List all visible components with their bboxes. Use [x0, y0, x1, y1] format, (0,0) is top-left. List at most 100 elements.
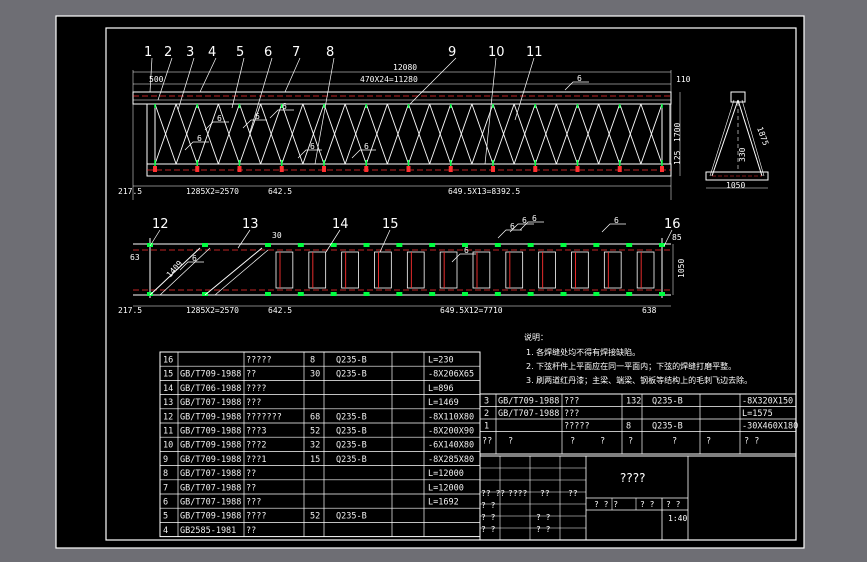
section-inner: 330: [738, 147, 747, 162]
parts-cell: GB/T707-1988: [180, 469, 241, 479]
parts-cell: 3: [484, 397, 489, 407]
plan-dim-b: 642.5: [268, 306, 292, 315]
parts-header-cell: ??: [482, 437, 492, 447]
parts-header-cell: ?: [570, 437, 575, 447]
parts-cell: -8X110X80: [428, 412, 474, 422]
plan-panel: [538, 251, 556, 289]
parts-cell: GB/T707-1988: [180, 483, 241, 493]
weld-leader: [601, 223, 626, 233]
parts-cell: 4: [163, 526, 168, 536]
parts-cell: 52: [310, 427, 320, 437]
dim-bottom-c: 649.5X13=8392.5: [448, 187, 520, 196]
dim-right-end: 110: [676, 75, 691, 84]
parts-cell: GB/T707-1988: [498, 409, 559, 419]
truss-diagonal: [429, 103, 452, 165]
plan-node: [659, 292, 665, 296]
title-block-cell: ? ?: [481, 513, 496, 522]
weld-leader: [242, 119, 267, 129]
callout-leader: [157, 57, 173, 101]
parts-cell: 6: [163, 498, 168, 508]
callout-leader: [409, 57, 457, 105]
title-block-cell: ? ? ?: [594, 500, 618, 509]
dim-small: 125: [673, 150, 682, 165]
truss-diagonal: [640, 103, 663, 165]
truss-diagonal: [577, 103, 600, 165]
parts-cell: ???????: [246, 412, 282, 422]
plan-node: [626, 243, 633, 247]
bolt-mark: [533, 166, 538, 172]
parts-cell: 68: [310, 412, 320, 422]
plan-node: [396, 243, 403, 247]
note-2: 2. 下弦杆件上平面应在同一平面内；下弦的焊缝打磨平整。: [526, 361, 736, 371]
truss-diagonal: [260, 103, 283, 165]
parts-cell: ????: [246, 384, 266, 394]
part-callout-16: 16: [664, 217, 681, 232]
plan-node: [626, 292, 633, 296]
callout-leader: [484, 57, 497, 165]
parts-cell: GB/T709-1988: [180, 512, 241, 522]
parts-cell: ????: [246, 512, 266, 522]
title-block-cell: ??: [540, 489, 550, 498]
callout-leader: [177, 57, 195, 111]
parts-cell: 13: [163, 398, 173, 408]
bolt-mark: [237, 166, 242, 172]
parts-cell: GB/T709-1988: [180, 370, 241, 380]
plan-node: [527, 292, 534, 296]
plan-node: [147, 292, 153, 296]
weld-size-label: 6: [192, 254, 197, 263]
plan-node: [462, 243, 468, 247]
plan-node: [396, 292, 403, 296]
title-block-cell: ????: [508, 489, 527, 498]
parts-cell: L=12000: [428, 483, 464, 493]
weld-size-label: 6: [577, 74, 582, 83]
plan-dim-side: 63: [130, 253, 140, 262]
truss-diagonal: [154, 103, 177, 165]
notes-title: 说明：: [524, 332, 548, 342]
parts-cell: Q235-B: [336, 441, 367, 451]
parts-cell: Q235-B: [652, 397, 683, 407]
parts-cell: ???2: [246, 441, 266, 451]
truss-diagonal: [344, 103, 367, 165]
weld-size-label: 6: [464, 246, 469, 255]
part-callout-1: 1: [144, 45, 152, 60]
part-callout-6: 6: [264, 45, 272, 60]
parts-cell: Q235-B: [336, 412, 367, 422]
parts-cell: ???: [246, 498, 261, 508]
plan-dim-top-small: 30: [272, 231, 282, 240]
plan-node: [202, 292, 208, 296]
dim-bottom-a: 1285X2=2570: [186, 187, 239, 196]
truss-diagonal: [281, 103, 304, 165]
plan-node: [202, 243, 208, 247]
truss-plan-view: 217.5 1285X2=2570 642.5 649.5X12=7710 63…: [118, 216, 686, 315]
plan-node: [659, 243, 665, 247]
part-callout-5: 5: [236, 45, 244, 60]
truss-diagonal: [239, 103, 262, 165]
truss-diagonal: [598, 103, 621, 165]
plan-dim-side-right: 85: [672, 233, 682, 242]
parts-cell: GB/T706-1988: [180, 384, 241, 394]
parts-cell: Q235-B: [336, 455, 367, 465]
bolt-mark: [448, 166, 453, 172]
parts-cell: -8X206X65: [428, 370, 474, 380]
plan-node: [429, 292, 436, 296]
plan-node: [560, 292, 567, 296]
plan-dim-left: 217.5: [118, 306, 142, 315]
parts-cell: Q235-B: [336, 512, 367, 522]
parts-cell: 132: [626, 397, 641, 407]
dim-bottom-b: 642.5: [268, 187, 292, 196]
weld-leader: [519, 221, 544, 231]
weld-leader: [297, 149, 322, 159]
parts-cell: ??: [246, 483, 256, 493]
parts-cell: ??: [246, 370, 256, 380]
title-block-cell: ? ?: [666, 500, 681, 509]
parts-cell: L=230: [428, 356, 454, 366]
plan-node: [560, 243, 567, 247]
parts-cell: 9: [163, 455, 168, 465]
title-block-cell: ? ?: [481, 501, 496, 510]
part-callout-12: 12: [152, 217, 169, 232]
parts-header-cell: ?: [628, 437, 633, 447]
weld-size-label: 6: [217, 114, 222, 123]
plan-node: [527, 243, 534, 247]
